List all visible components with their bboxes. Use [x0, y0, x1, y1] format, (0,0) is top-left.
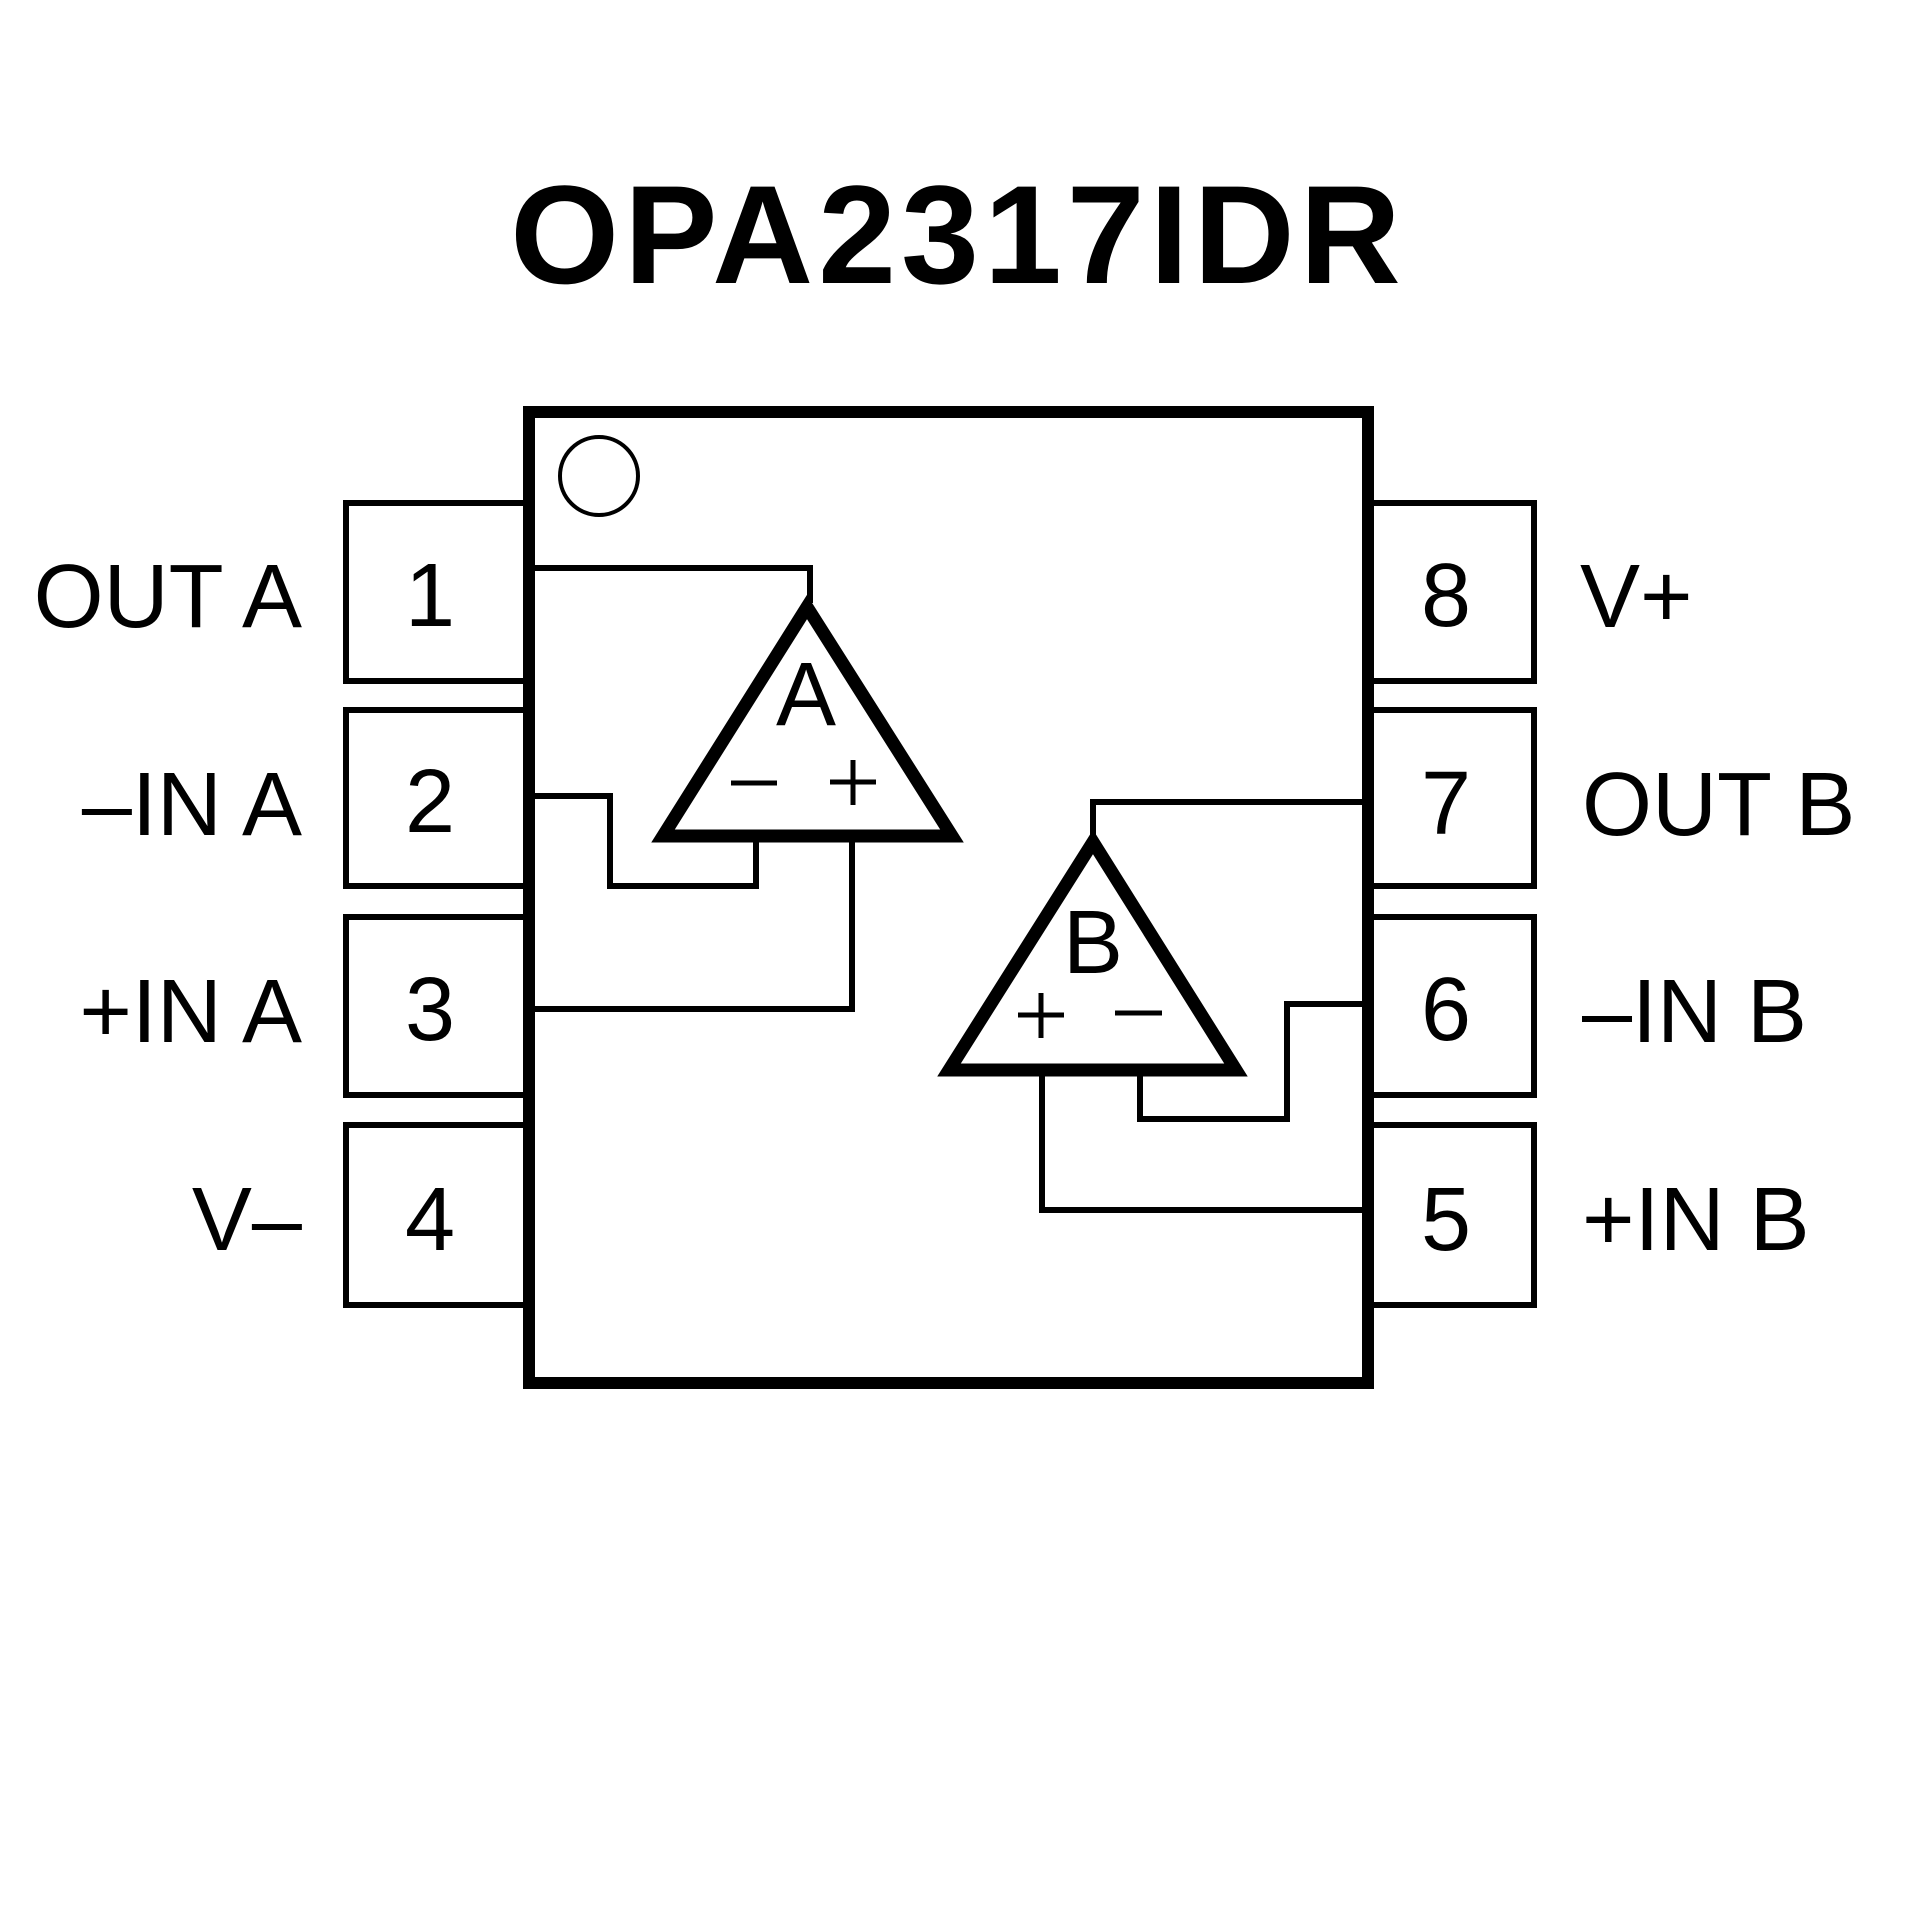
pin-box-6 [1357, 914, 1537, 1098]
pin-1-dot-icon [558, 435, 640, 517]
op-amp-a-triangle-icon [651, 594, 964, 843]
pin-number-7: 7 [1421, 754, 1471, 854]
part-number-title: OPA2317IDR [510, 156, 1406, 313]
wire-in-minus-a [532, 793, 759, 889]
pin-box-1 [343, 500, 539, 684]
pin-label-in-plus-b: +IN B [1582, 1170, 1810, 1270]
op-amp-b: B [937, 829, 1248, 1077]
pin-box-3 [343, 914, 539, 1098]
pin-label-out-a: OUT A [34, 547, 302, 647]
wire-in-plus-b [1039, 1067, 1365, 1213]
pin-label-in-plus-a: +IN A [79, 962, 302, 1062]
pin-label-v-minus: V– [192, 1170, 303, 1270]
pin-label-out-b: OUT B [1582, 755, 1855, 855]
op-amp-b-label: B [1063, 893, 1123, 993]
left-pin-boxes [343, 500, 539, 1308]
pin-label-in-minus-b: –IN B [1582, 962, 1807, 1062]
wire-out-b [1090, 799, 1365, 838]
pin-number-2: 2 [405, 752, 455, 852]
op-amp-a: A [651, 594, 964, 843]
pin-number-4: 4 [405, 1170, 455, 1270]
wire-in-minus-b [1137, 1001, 1365, 1122]
wire-in-plus-a [532, 833, 855, 1012]
pin-number-8: 8 [1421, 546, 1471, 646]
pin-box-8 [1357, 500, 1537, 684]
pin-label-in-minus-a: –IN A [82, 755, 302, 855]
pin-label-v-plus: V+ [1580, 547, 1693, 647]
pin-box-2 [343, 707, 539, 889]
op-amp-a-label: A [776, 645, 836, 745]
chip-body [523, 406, 1374, 1389]
pin-number-3: 3 [405, 960, 455, 1060]
pin-number-1: 1 [405, 546, 455, 646]
pin-number-6: 6 [1421, 960, 1471, 1060]
wire-out-a [532, 565, 813, 603]
pin-number-5: 5 [1421, 1170, 1471, 1270]
right-pin-boxes [1357, 500, 1537, 1308]
